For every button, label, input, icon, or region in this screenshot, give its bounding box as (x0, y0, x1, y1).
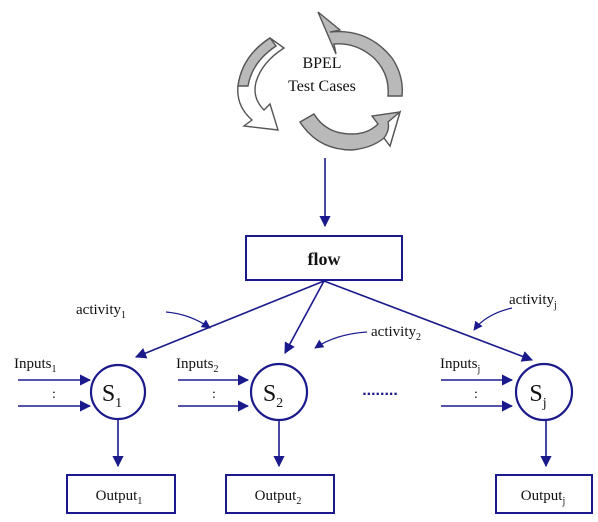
service-j-label: Sj (529, 381, 546, 411)
inputs-2-label: Inputs2 (176, 356, 219, 375)
output-1-label: Output1 (96, 488, 143, 507)
activity-j-label: activityj (509, 292, 557, 311)
service-2-label: S2 (263, 381, 283, 411)
test-case-cycle-icon: BPEL Test Cases (237, 11, 403, 151)
activity-2-label: activity2 (371, 324, 421, 343)
cycle-arrow-bottom-tip-icon (383, 109, 402, 148)
inputs-1-ellipsis: : (52, 387, 56, 402)
service-1-label: S1 (102, 381, 122, 411)
activity-1-pointer (165, 311, 211, 329)
inputs-j-ellipsis: : (474, 387, 478, 402)
service-2-group: Inputs2 : S2 Output2 (176, 356, 335, 514)
activity-1-label: activity1 (76, 302, 126, 321)
activity-1-callout: activity1 (76, 302, 211, 329)
flow-box (245, 235, 403, 281)
inputs-2-ellipsis: : (212, 387, 216, 402)
cycle-arrow-left-shade-icon (237, 37, 278, 87)
activity-j-arrow (323, 280, 534, 362)
activity-2-arrow (284, 280, 325, 354)
activity-2-pointer (314, 331, 368, 349)
flow-label: flow (308, 249, 341, 269)
output-1-box (66, 474, 176, 514)
output-j-label: Outputj (521, 488, 565, 507)
output-j-box (495, 474, 593, 514)
service-2-node (249, 362, 309, 422)
service-ellipsis: ........ (362, 382, 398, 399)
cycle-arrow-bottom-icon (299, 111, 401, 151)
cycle-title-line1: BPEL (302, 55, 341, 72)
cycle-arrow-top-icon (317, 11, 403, 97)
output-2-box (225, 474, 335, 514)
cycle-title-line2: Test Cases (288, 78, 356, 95)
service-1-group: Inputs1 : S1 Output1 (14, 356, 176, 514)
activity-1-arrow (134, 280, 325, 359)
inputs-j-label: Inputsj (440, 356, 480, 375)
service-j-group: Inputsj : Sj Outputj (440, 356, 593, 514)
output-2-label: Output2 (255, 488, 302, 507)
activity-j-callout: activityj (473, 292, 557, 331)
service-j-node (514, 362, 574, 422)
activity-2-callout: activity2 (314, 324, 421, 349)
inputs-1-label: Inputs1 (14, 356, 57, 375)
activity-j-pointer (473, 307, 513, 331)
service-1-node (89, 363, 147, 421)
